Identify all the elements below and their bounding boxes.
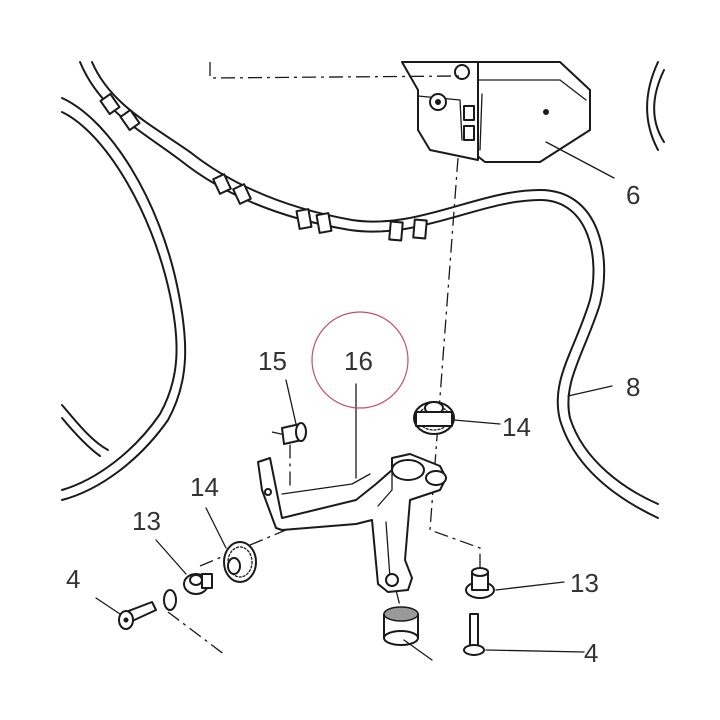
left-frame-outline	[61, 97, 187, 501]
callout-14-left: 14	[190, 472, 219, 502]
grommet-left	[223, 541, 257, 583]
rubber-mount	[383, 606, 419, 646]
callout-6: 6	[626, 180, 640, 210]
bolt-left	[118, 601, 157, 630]
callout-8: 8	[626, 372, 640, 402]
callout-4-right: 4	[584, 638, 598, 668]
highlight-circle	[311, 311, 409, 409]
washer-left	[163, 589, 177, 611]
line-clips	[99, 93, 428, 242]
callout-13-left: 13	[132, 506, 161, 536]
callout-13-right: 13	[570, 568, 599, 598]
small-screw	[281, 422, 307, 445]
collar-left	[183, 573, 213, 595]
grommet-right	[413, 401, 455, 435]
callout-15: 15	[258, 346, 287, 376]
callout-16: 16	[344, 346, 373, 376]
bolt-right	[463, 613, 485, 656]
callout-14-right: 14	[502, 412, 531, 442]
right-edge-fragment	[646, 61, 665, 151]
collar-right	[465, 567, 495, 599]
callout-4-left: 4	[66, 564, 80, 594]
control-unit	[401, 61, 591, 163]
brake-line	[79, 61, 659, 519]
leader-lines	[95, 141, 615, 661]
mounting-bracket	[257, 453, 447, 593]
